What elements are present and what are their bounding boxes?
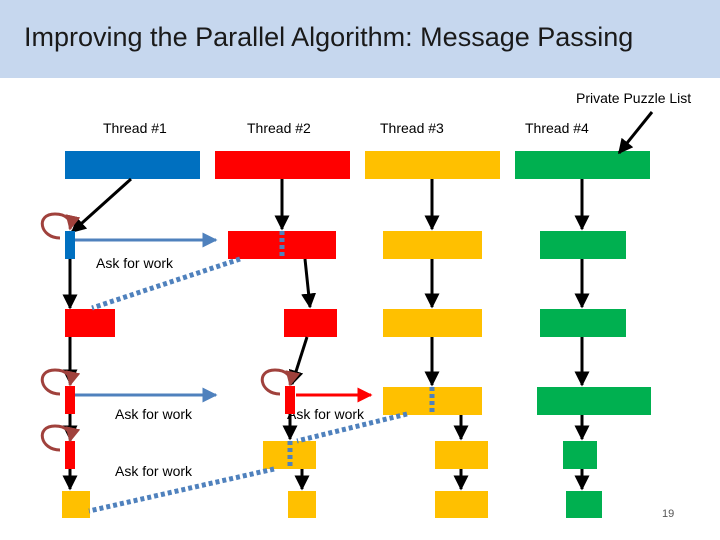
t2-block-2 [284, 309, 337, 337]
t3-block-2 [383, 309, 482, 337]
loop-arrow-1 [40, 212, 81, 240]
t1-block-5 [62, 491, 90, 518]
t4-block-1 [540, 231, 626, 259]
title-bar [0, 0, 720, 78]
thread-3-label: Thread #3 [380, 120, 444, 136]
thread-1-list [65, 151, 200, 179]
loop-arrow-3 [40, 424, 81, 452]
thread-3-list [365, 151, 500, 179]
ask-for-work-label-1: Ask for work [96, 255, 174, 271]
private-puzzle-list-label: Private Puzzle List [576, 90, 692, 106]
t2-block-3 [285, 386, 295, 414]
ask-for-work-label-3: Ask for work [287, 406, 365, 422]
thread-2-list [215, 151, 350, 179]
t1-block-3 [65, 386, 75, 414]
t2-block-5 [288, 491, 316, 518]
thread-1-label: Thread #1 [103, 120, 167, 136]
t4-block-3 [537, 387, 651, 415]
work-transfer-link-1 [91, 256, 241, 311]
t1-block-4 [65, 441, 75, 469]
t4-block-5 [566, 491, 602, 518]
private-list-pointer [617, 111, 654, 155]
thread-4-label: Thread #4 [525, 120, 589, 136]
t4-block-2 [540, 309, 626, 337]
loop-arrow-4 [260, 368, 301, 396]
t4-block-4 [563, 441, 597, 469]
slide-title: Improving the Parallel Algorithm: Messag… [24, 22, 634, 52]
ask-for-work-label-4: Ask for work [115, 463, 193, 479]
t1-block-1 [65, 231, 75, 259]
page-number: 19 [662, 508, 675, 520]
t2-arrow-2 [288, 336, 309, 386]
t3-block-1 [383, 231, 482, 259]
t3-block-4 [435, 441, 488, 469]
t1-arrow-0 [70, 177, 133, 234]
thread-4-list [515, 151, 650, 179]
t3-block-5 [435, 491, 488, 518]
ask-for-work-label-2: Ask for work [115, 406, 193, 422]
t1-block-2 [65, 309, 115, 337]
t2-arrow-1 [301, 258, 317, 309]
loop-arrow-2 [40, 368, 81, 396]
work-transfer-link-3 [88, 466, 275, 514]
work-transfer-link-2 [296, 411, 408, 444]
thread-2-label: Thread #2 [247, 120, 311, 136]
